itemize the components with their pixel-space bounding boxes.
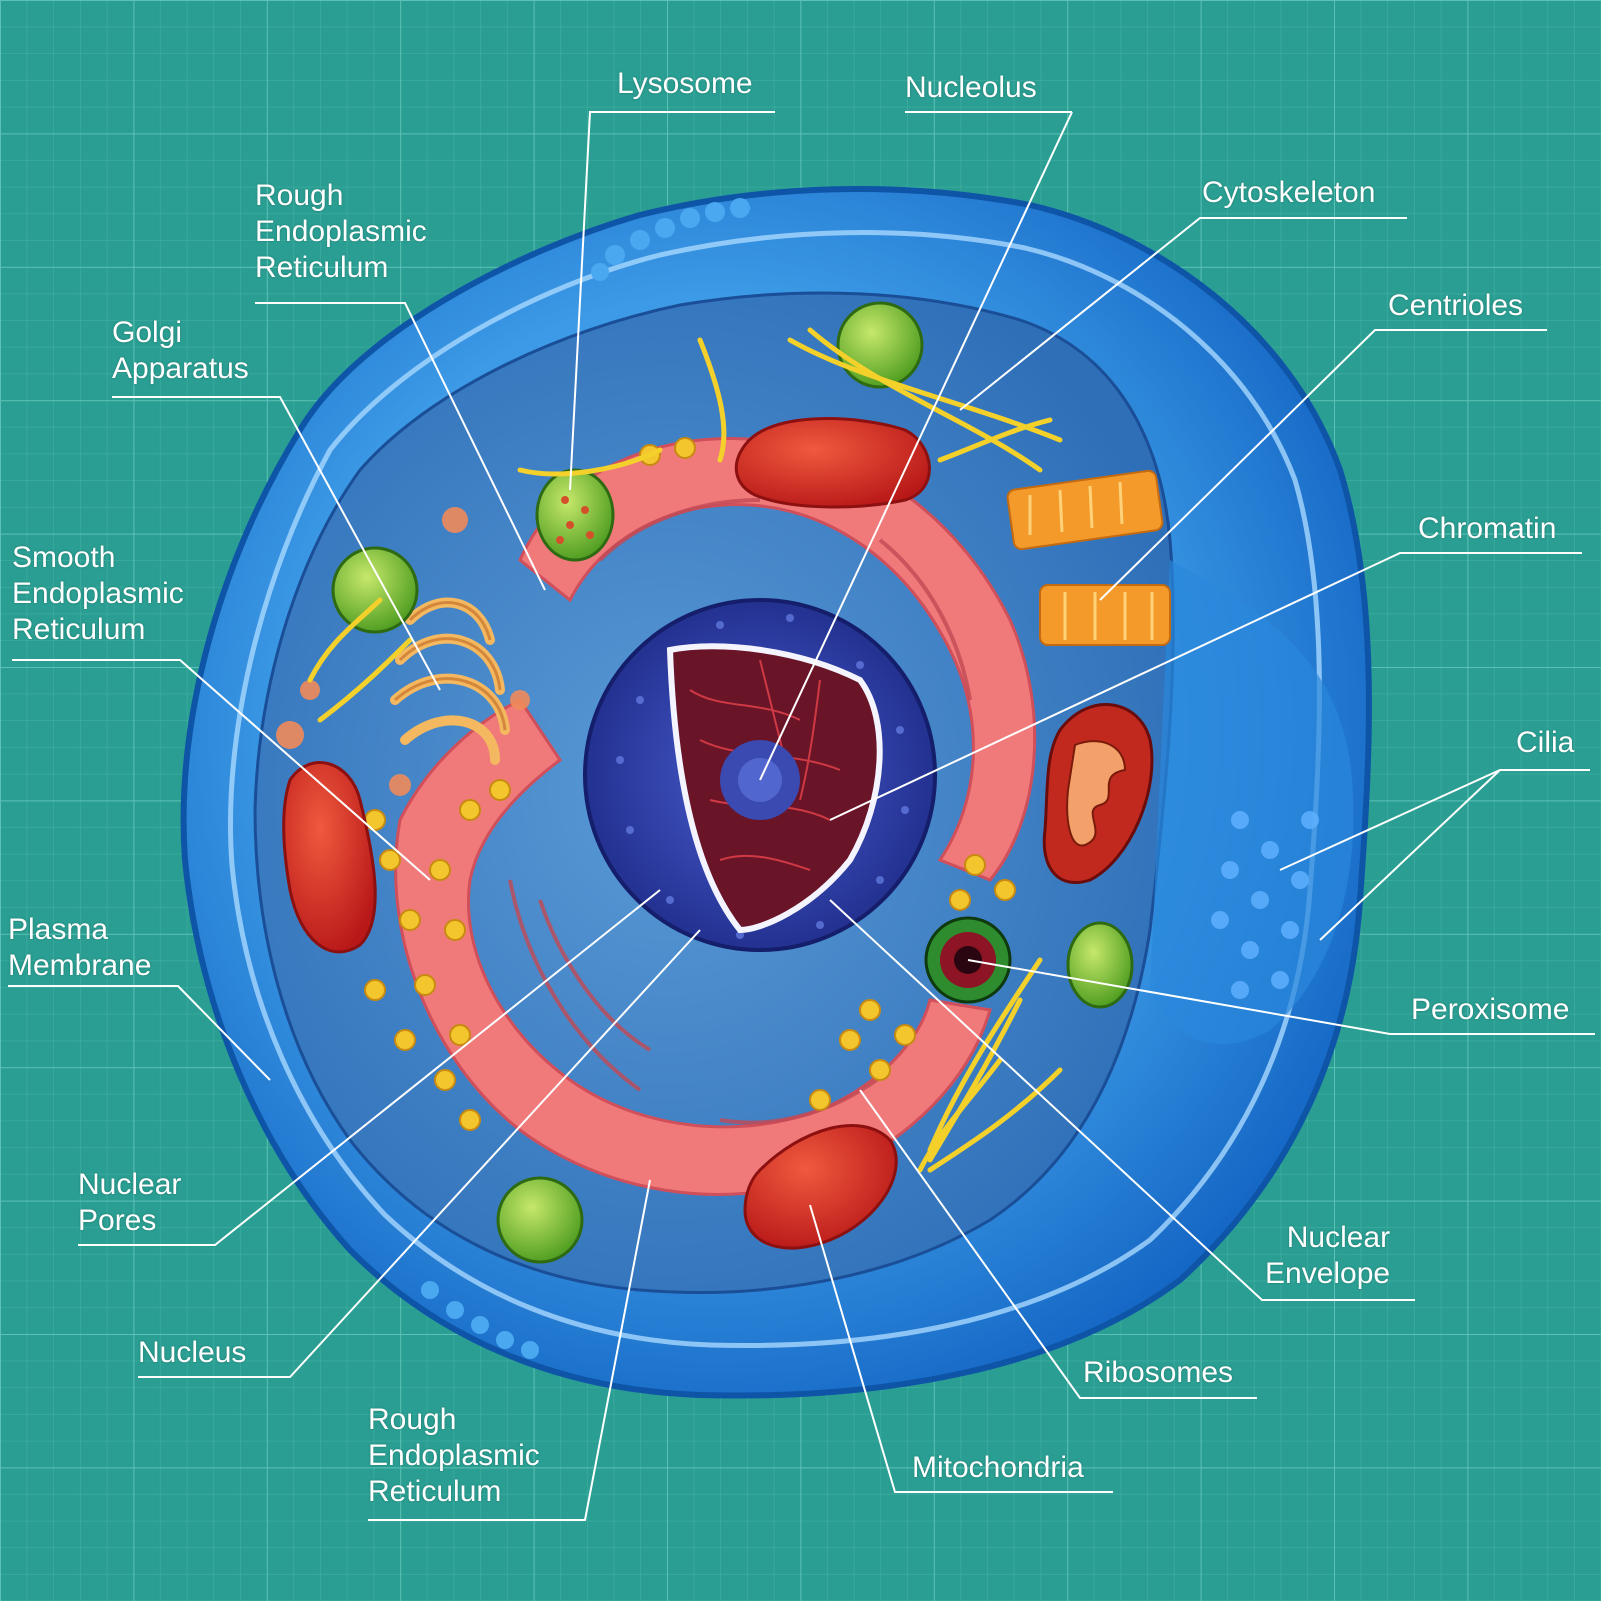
- label-smooth-er-line2: Endoplasmic: [12, 577, 184, 610]
- label-cilia: Cilia: [1516, 726, 1575, 759]
- label-nucleolus: Nucleolus: [905, 71, 1037, 104]
- label-cytoskeleton: Cytoskeleton: [1202, 176, 1376, 209]
- label-nuclear-envelope-line2: Envelope: [1265, 1257, 1391, 1290]
- label-peroxisome: Peroxisome: [1411, 993, 1570, 1026]
- label-golgi-line2: Apparatus: [112, 352, 249, 385]
- label-plasma-membrane: Plasma Membrane: [8, 912, 151, 984]
- label-chromatin: Chromatin: [1418, 512, 1557, 545]
- label-ribosomes: Ribosomes: [1083, 1356, 1234, 1389]
- label-centrioles: Centrioles: [1388, 289, 1524, 322]
- label-nuclear-pores: Nuclear Pores: [78, 1167, 181, 1239]
- label-lysosome: Lysosome: [617, 67, 753, 100]
- label-smooth-er-line1: Smooth: [12, 541, 116, 574]
- label-rough-er-top-line1: Rough: [255, 179, 344, 212]
- label-rough-er-top-line3: Reticulum: [255, 251, 389, 284]
- label-rough-er-top: Rough Endoplasmic Reticulum: [255, 178, 427, 286]
- label-rough-er-top-line2: Endoplasmic: [255, 215, 427, 248]
- label-mitochondria: Mitochondria: [912, 1451, 1084, 1484]
- label-rough-er-bottom: Rough Endoplasmic Reticulum: [368, 1402, 540, 1510]
- label-golgi-line1: Golgi: [112, 316, 183, 349]
- label-nuclear-pores-line2: Pores: [78, 1204, 157, 1237]
- label-smooth-er-line3: Reticulum: [12, 613, 146, 646]
- label-nucleus: Nucleus: [138, 1336, 247, 1369]
- label-golgi: Golgi Apparatus: [112, 315, 249, 387]
- label-rough-er-bottom-line3: Reticulum: [368, 1475, 502, 1508]
- label-rough-er-bottom-line1: Rough: [368, 1403, 457, 1436]
- label-plasma-membrane-line2: Membrane: [8, 949, 152, 982]
- label-nuclear-envelope: Nuclear Envelope: [1265, 1220, 1390, 1292]
- label-smooth-er: Smooth Endoplasmic Reticulum: [12, 540, 184, 648]
- label-rough-er-bottom-line2: Endoplasmic: [368, 1439, 540, 1472]
- label-plasma-membrane-line1: Plasma: [8, 913, 109, 946]
- label-nuclear-pores-line1: Nuclear: [78, 1168, 182, 1201]
- label-nuclear-envelope-line1: Nuclear: [1286, 1221, 1391, 1254]
